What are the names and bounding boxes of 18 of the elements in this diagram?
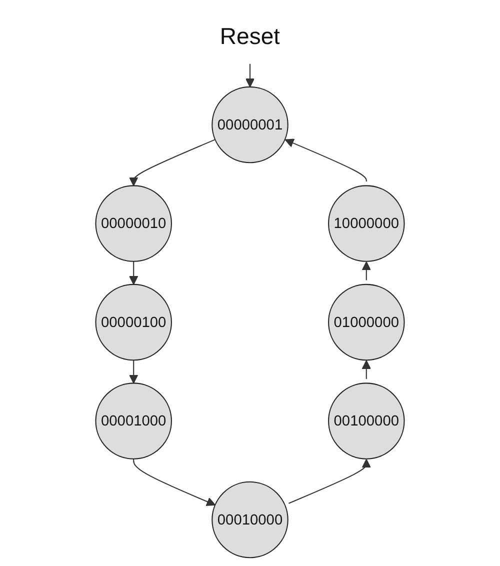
node-circle: 00000001 [212, 86, 288, 164]
node-circle: 10000000 [328, 185, 405, 262]
arrow [129, 261, 138, 285]
arrow [129, 360, 138, 384]
arrow [288, 458, 371, 504]
node-circle: 01000000 [328, 284, 405, 361]
node-circle: 00010000 [212, 481, 288, 558]
arrow [362, 360, 371, 379]
arrow [362, 261, 371, 280]
arrow [245, 64, 255, 88]
node-circle: 00000100 [95, 284, 172, 361]
arrow [129, 139, 216, 186]
node-circle: 00000010 [95, 185, 172, 262]
arrow [284, 138, 367, 182]
arrow [133, 458, 216, 506]
node-circle: 00100000 [328, 382, 405, 460]
node-circle: 00001000 [95, 382, 172, 460]
node-text: Reset [220, 23, 280, 50]
